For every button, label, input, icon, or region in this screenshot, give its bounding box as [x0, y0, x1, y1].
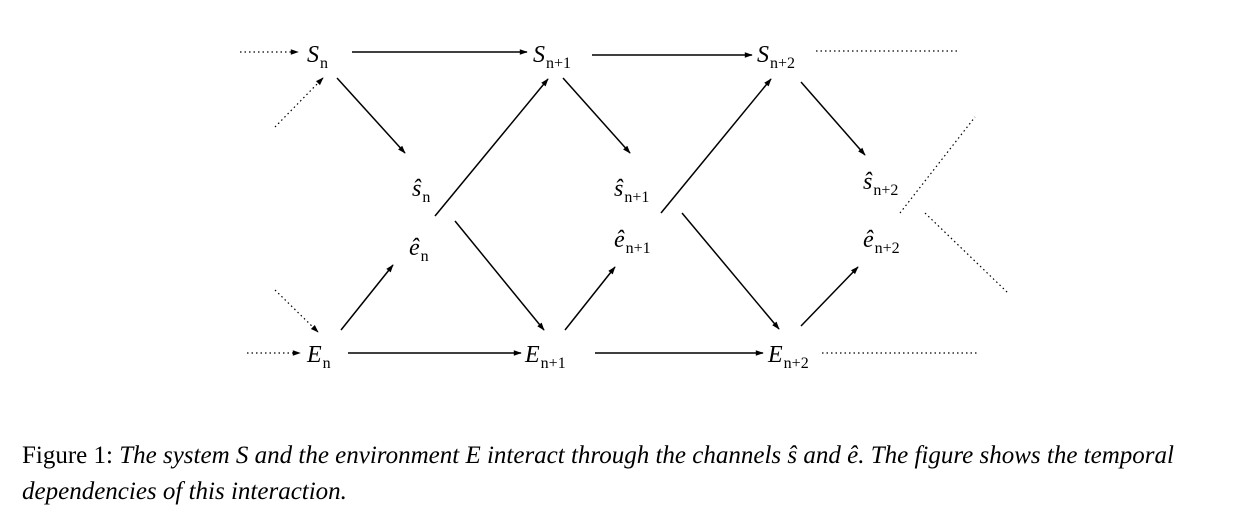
node-base: E: [307, 342, 322, 368]
node-subscript: n+1: [625, 240, 651, 257]
node-subscript: n: [420, 248, 429, 265]
node-subscript: n: [320, 55, 328, 72]
node-subscript: n+1: [624, 189, 650, 206]
node-s-hat-n-plus-1: ŝn+1: [614, 177, 649, 206]
figure-caption-text: The system S and the environment E inter…: [22, 442, 1174, 505]
node-S-n: Sn: [307, 43, 328, 72]
dotted-edge-out-ehn2: [924, 212, 1009, 294]
node-subscript: n+2: [783, 355, 809, 372]
figure-caption-label: Figure 1:: [22, 442, 113, 469]
edge-En2-to-ehn2: [800, 266, 859, 327]
edge-En-to-ehn: [340, 264, 394, 331]
node-subscript: n+1: [546, 55, 572, 72]
figure-caption: Figure 1: The system S and the environme…: [22, 438, 1237, 510]
node-e-hat-n: ên: [409, 236, 429, 265]
node-S-n-plus-1: Sn+1: [533, 43, 571, 72]
node-subscript: n+1: [540, 355, 566, 372]
edge-shn1-to-Sn2: [660, 78, 772, 214]
node-subscript: n+2: [770, 55, 796, 72]
node-base: E: [768, 342, 783, 368]
edge-shn-to-Sn1: [434, 78, 549, 217]
node-S-n-plus-2: Sn+2: [757, 43, 795, 72]
edge-En1-to-ehn1: [564, 266, 616, 331]
node-subscript: n+2: [874, 240, 900, 257]
edge-Sn1-to-shn1: [562, 77, 631, 154]
edge-ehn-to-En1: [454, 220, 545, 331]
node-base: ê: [409, 235, 420, 261]
dotted-edge-diag-into-Sn: [274, 77, 324, 128]
node-e-hat-n-plus-1: ên+1: [614, 228, 651, 257]
node-base: ŝ: [412, 176, 422, 202]
node-E-n: En: [307, 343, 331, 372]
node-e-hat-n-plus-2: ên+2: [863, 228, 900, 257]
node-subscript: n+2: [873, 182, 899, 199]
node-subscript: n: [322, 355, 331, 372]
node-base: S: [533, 42, 545, 68]
node-base: S: [757, 42, 769, 68]
node-base: ê: [614, 227, 625, 253]
node-base: ê: [863, 227, 874, 253]
node-base: ŝ: [863, 169, 873, 195]
node-s-hat-n-plus-2: ŝn+2: [863, 170, 898, 199]
node-E-n-plus-1: En+1: [525, 343, 566, 372]
edge-Sn2-to-shn2: [800, 81, 866, 156]
dotted-edge-out-shn2: [899, 116, 976, 214]
node-base: E: [525, 342, 540, 368]
node-s-hat-n: ŝn: [412, 177, 430, 206]
dotted-edge-diag-into-En: [274, 289, 319, 333]
node-subscript: n: [422, 189, 431, 206]
edge-ehn1-to-En2: [681, 212, 780, 330]
node-base: ŝ: [614, 176, 624, 202]
edge-Sn-to-shn: [336, 77, 406, 154]
node-E-n-plus-2: En+2: [768, 343, 809, 372]
node-base: S: [307, 42, 319, 68]
